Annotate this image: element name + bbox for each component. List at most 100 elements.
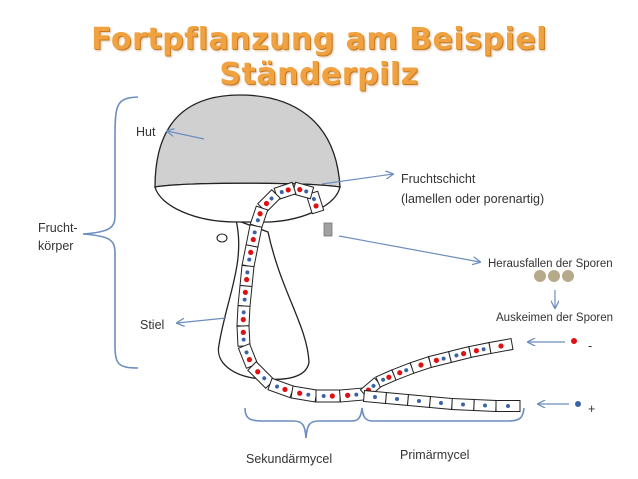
hypha-cell [384,391,410,407]
plus-spore-nucleus [575,401,581,407]
nucleus-blue [506,404,510,408]
hypha-cell [409,356,433,374]
nucleus-blue [481,347,486,352]
hypha-cell [290,385,318,403]
nucleus-red [263,200,270,207]
nucleus-blue [483,403,487,408]
hypha-cell [406,393,432,409]
hypha-cell [273,181,297,201]
nucleus-red [246,357,253,363]
spore-dot [562,270,574,282]
nucleus-blue [461,402,465,407]
hypha-cell [468,342,492,358]
hypha-cell [236,305,251,327]
hypha-cell [338,387,366,403]
nucleus-red [386,374,392,380]
hypha-cell [473,398,497,413]
label-herausfallen: Herausfallen der Sporen [488,258,613,270]
label-fruchtschicht-2: (lamellen oder porenartig) [401,192,544,206]
nucleus-red [242,289,248,295]
nucleus-red [240,317,246,323]
nucleus-blue [373,395,377,399]
fruchtkoerper-bracket [82,96,139,369]
nucleus-red [433,357,440,363]
nucleus-red [244,277,250,283]
falling-spore [323,222,333,237]
nucleus-red [473,348,480,354]
stiel-arrow [177,317,227,323]
nucleus-blue [255,218,260,223]
mushroom-cap [154,94,341,188]
nucleus-blue [247,257,252,262]
nucleus-red [418,362,424,368]
hypha-cell [236,325,251,347]
nucleus-blue [381,377,386,382]
nucleus-blue [441,356,446,361]
secondary-hypha-chain [359,338,514,399]
spore-dot [534,270,546,282]
nucleus-blue [275,384,280,389]
hypha-cell [362,389,388,405]
hypha-cell [245,224,263,248]
label-fruchtschicht-1: Fruchtschicht [401,172,476,186]
nucleus-blue [279,190,284,195]
label-minus: - [588,339,592,353]
nucleus-blue [241,337,246,342]
fruchtschicht-arrow [321,174,393,185]
nucleus-red [397,370,403,376]
hypha-cell [375,369,397,388]
nucleus-blue [245,270,250,275]
nucleus-red [498,343,504,349]
hut-arrow [167,131,205,140]
minus-spore-nucleus [571,338,577,344]
mushroom-stem [217,218,310,381]
nucleus-blue [241,310,246,315]
nucleus-blue [269,196,274,201]
label-fruchtkoerper-1: Frucht- [38,221,78,235]
hypha-cell [391,362,415,381]
nucleus-red [460,351,467,357]
nucleus-blue [321,394,326,398]
hypha-cell [495,400,521,412]
nucleus-blue [371,383,376,388]
nucleus-blue [262,376,267,381]
nucleus-red [282,386,288,393]
nucleus-red [255,369,261,375]
hypha-cell [239,264,255,288]
hypha-cell [315,389,341,403]
stem-hypha-chain [236,181,366,403]
nucleus-blue [439,401,443,405]
primary-hypha-chain [362,389,521,413]
hypha-cell [237,284,253,308]
hypha-cell [451,397,475,412]
stem-ring [216,233,228,243]
hypha-cell [267,377,295,399]
nucleus-red [285,187,291,193]
nucleus-red [297,390,303,396]
hypha-cell [488,338,514,354]
label-fruchtkoerper-2: körper [38,239,73,253]
nucleus-red [240,329,246,335]
label-auskeimen: Auskeimen der Sporen [496,312,613,324]
nucleus-blue [311,197,316,202]
nucleus-blue [242,297,247,302]
label-primaermycel: Primärmycel [400,448,469,462]
nucleus-red [345,392,351,398]
page-title: Fortpflanzung am Beispiel Ständerpilz [91,22,547,92]
nucleus-blue [244,350,249,355]
nucleus-blue [354,392,359,397]
nucleus-blue [306,392,311,397]
nucleus-red [250,237,256,243]
label-stiel: Stiel [140,318,164,332]
nucleus-blue [404,368,409,373]
nucleus-blue [304,189,309,194]
hypha-cell [428,351,452,368]
hypha-cell [257,189,281,213]
hypha-cell [428,395,454,411]
nucleus-blue [252,230,257,235]
nucleus-blue [454,353,459,358]
nucleus-red [248,249,254,256]
hypha-cell [249,205,269,229]
